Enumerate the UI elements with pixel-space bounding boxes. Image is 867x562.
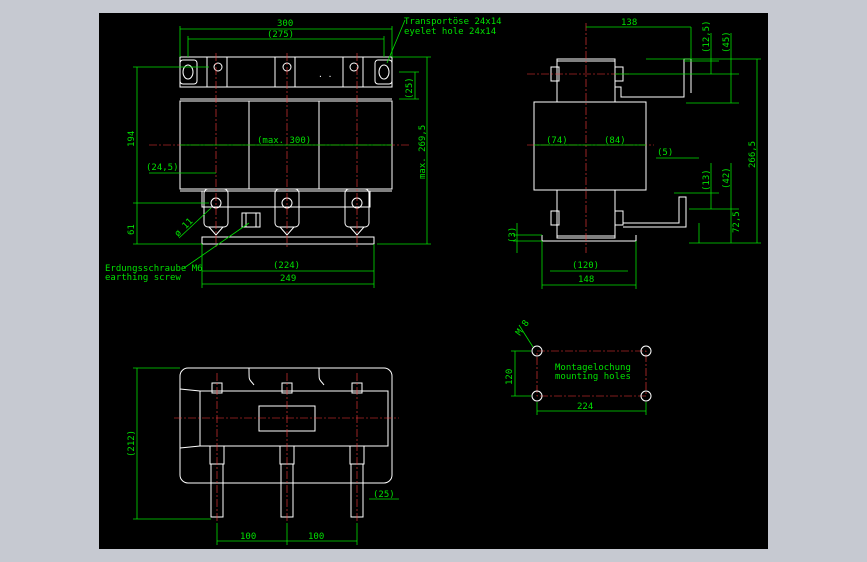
dim-m8: M 8	[514, 319, 532, 338]
note-transport-de: Transportöse 24x14	[404, 17, 502, 27]
front-view: . .	[105, 17, 502, 288]
dim-148: 148	[578, 275, 594, 285]
dim-12-5: (12,5)	[702, 20, 712, 53]
dim-249: 249	[280, 274, 296, 284]
dim-138: 138	[621, 18, 637, 28]
dim-72-5: 72,5	[732, 211, 742, 233]
svg-text:. .: . .	[318, 70, 332, 79]
dim-13: (13)	[702, 169, 712, 191]
dim-224: (224)	[273, 261, 300, 271]
top-view: (212) (25) 100 100	[127, 367, 399, 545]
dim-224-mount: 224	[577, 402, 593, 412]
mounting-label-de: Montagelochung	[555, 363, 631, 373]
dim-42: (42)	[722, 167, 732, 189]
note-transport-en: eyelet hole 24x14	[404, 27, 496, 37]
dim-100-left: 100	[240, 532, 256, 542]
dim-212: (212)	[127, 430, 137, 457]
dim-max-height: max. 269,5	[418, 125, 428, 179]
cad-drawing-canvas: . .	[99, 13, 768, 549]
dim-25-top: (25)	[373, 490, 395, 500]
dim-61: 61	[127, 224, 137, 235]
mounting-label-en: mounting holes	[555, 372, 631, 382]
dim-266-5: 266,5	[748, 141, 758, 168]
mounting-holes-view: M 8 120 Montagelochung mounting holes 22…	[505, 319, 652, 415]
cad-drawing: . .	[105, 17, 761, 545]
dim-24-5: (24,5)	[146, 163, 179, 173]
note-earth-de: Erdungsschraube M6	[105, 264, 203, 274]
dim-max-300: (max. 300)	[257, 136, 311, 146]
dim-120-mount: 120	[505, 369, 515, 385]
dim-3: (3)	[508, 227, 518, 243]
dim-width-overall: 300	[277, 19, 293, 29]
dim-74: (74)	[546, 136, 568, 146]
side-view: 138 (12,5) (45) (74) (84) (5) (13) (42) …	[508, 18, 761, 289]
note-earth-en: earthing screw	[105, 273, 181, 283]
dim-45: (45)	[722, 31, 732, 53]
dim-hole-diameter: ø 11	[173, 217, 195, 239]
dim-5: (5)	[657, 148, 673, 158]
dim-25: (25)	[405, 77, 415, 99]
dim-100-right: 100	[308, 532, 324, 542]
dim-84: (84)	[604, 136, 626, 146]
dim-120: (120)	[572, 261, 599, 271]
dim-width-inner: (275)	[267, 30, 294, 40]
dim-194: 194	[127, 131, 137, 147]
